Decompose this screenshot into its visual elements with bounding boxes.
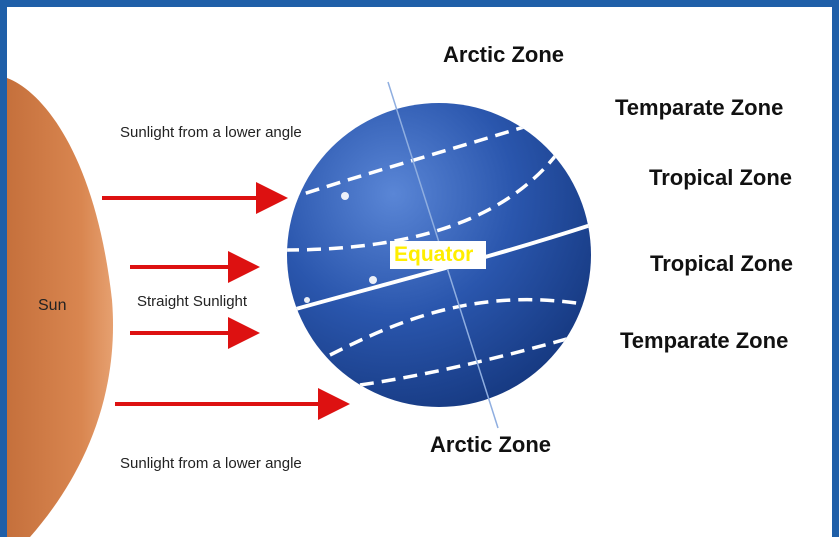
arctic-zone-bottom-label: Arctic Zone bbox=[430, 432, 552, 457]
zone-line-lower-2 bbox=[359, 336, 571, 387]
temperate-zone-bottom-label: Temparate Zone bbox=[620, 328, 789, 353]
zone-line-upper-1 bbox=[287, 120, 541, 202]
equator-label: Equator bbox=[394, 243, 474, 266]
temperate-zone-top-label: Temparate Zone bbox=[615, 95, 784, 120]
sun-label: Sun bbox=[38, 297, 67, 314]
zone-line-lower-1 bbox=[329, 297, 591, 357]
arctic-zone-top-label: Arctic Zone bbox=[443, 42, 565, 67]
tropical-zone-bottom-label: Tropical Zone bbox=[650, 251, 794, 276]
sunlight-lower-label: Sunlight from a lower angle bbox=[120, 455, 302, 472]
sun-rays bbox=[102, 182, 350, 420]
equator-label-bg bbox=[390, 241, 486, 269]
sun-shape bbox=[7, 78, 114, 537]
zone-line-upper-2 bbox=[287, 148, 562, 252]
sunlight-upper-label: Sunlight from a lower angle bbox=[120, 124, 302, 141]
straight-sunlight-label: Straight Sunlight bbox=[137, 293, 248, 310]
tropical-zone-top-label: Tropical Zone bbox=[649, 165, 793, 190]
